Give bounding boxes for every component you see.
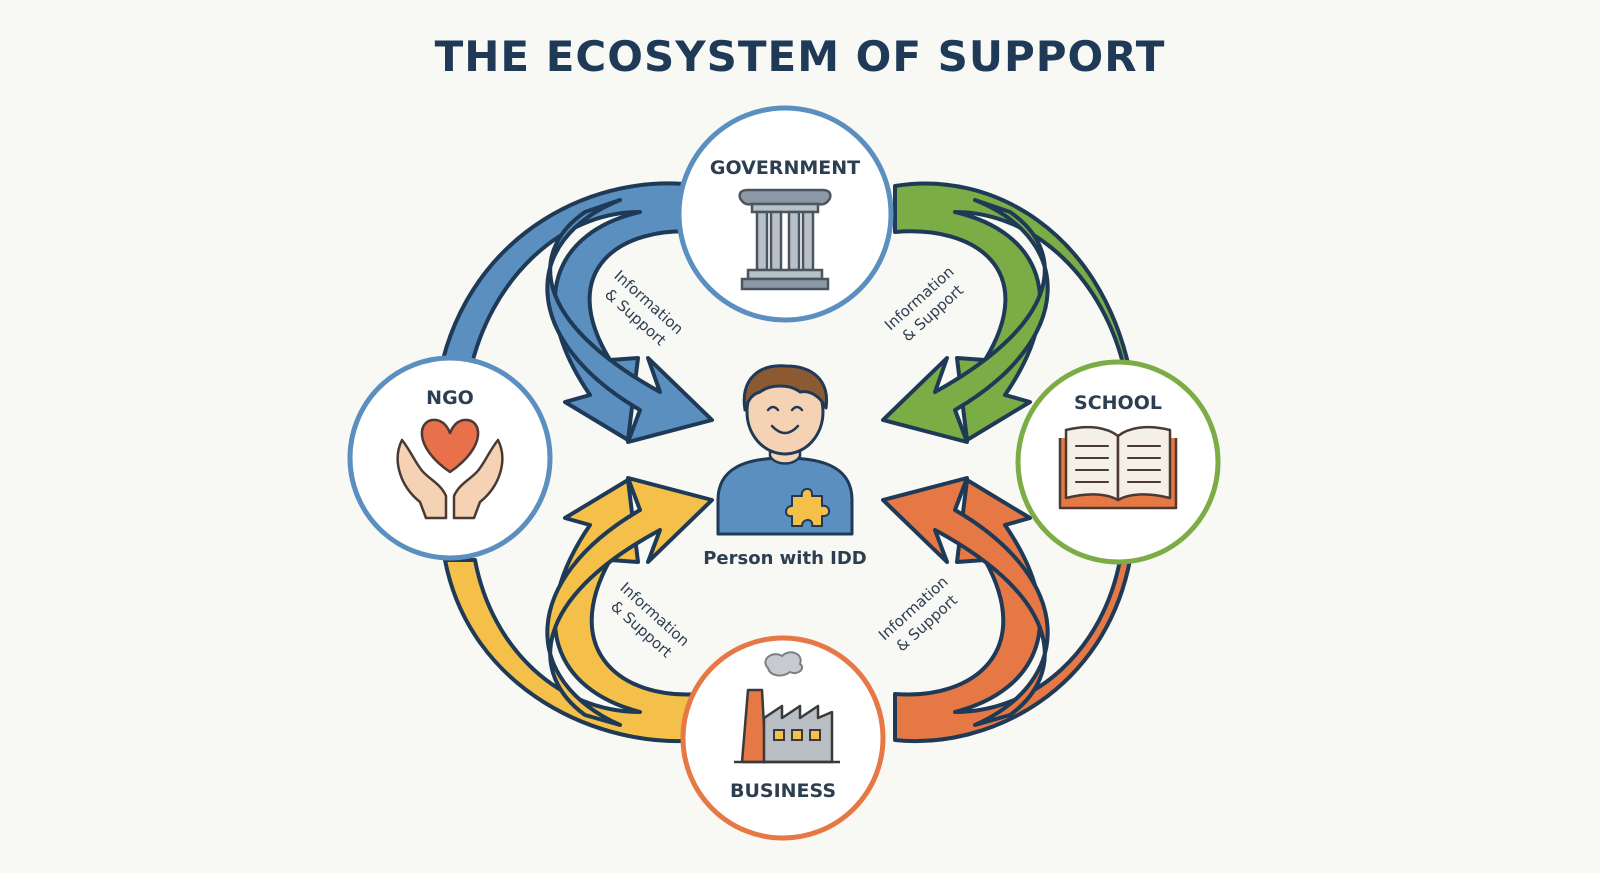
center-label: Person with IDD (703, 548, 867, 569)
node-ring (676, 105, 894, 323)
node-label-school: SCHOOL (1074, 392, 1162, 414)
node-label-ngo: NGO (426, 387, 474, 409)
arrow-label-bottom-left: Information & Support (607, 579, 693, 662)
column-pillar-icon (738, 188, 832, 291)
node-ngo[interactable]: NGO (347, 355, 553, 561)
person-puzzle-icon (716, 364, 854, 536)
node-business[interactable]: BUSINESS (680, 635, 886, 841)
arrow-ngo-government-to-person (438, 181, 714, 444)
arrow-school-government-to-person (881, 181, 1132, 444)
open-book-icon (1058, 425, 1178, 510)
factory-icon (734, 651, 840, 764)
arrow-school-business-to-person (881, 476, 1132, 743)
node-government[interactable]: GOVERNMENT (676, 105, 894, 323)
node-school[interactable]: SCHOOL (1015, 359, 1221, 565)
arrow-label-top-right: Information & Support (881, 263, 967, 346)
arrow-ngo-business-to-person (443, 476, 714, 743)
node-label-business: BUSINESS (730, 780, 836, 802)
center-person: Person with IDD (703, 364, 867, 569)
arrow-label-bottom-right: Information & Support (875, 573, 961, 656)
node-label-government: GOVERNMENT (710, 157, 860, 179)
diagram-title: THE ECOSYSTEM OF SUPPORT (434, 32, 1166, 81)
arrow-label-top-left: Information & Support (601, 267, 687, 350)
heart-in-hands-icon (396, 418, 504, 520)
